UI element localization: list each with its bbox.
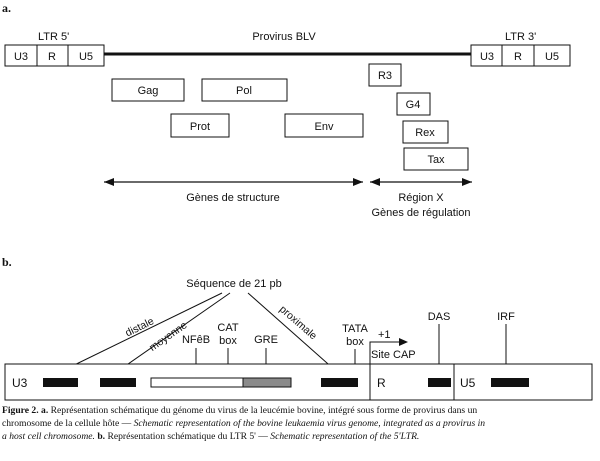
caption-line2-regular: chromosome de la cellule hôte — (2, 418, 132, 429)
ltr5-box: U3 R U5 (4, 44, 105, 67)
cap-label: Site CAP (371, 349, 416, 361)
caption-line3-regular: Représentation schématique du LTR 5' — (107, 431, 268, 442)
segment-r: R (377, 376, 386, 390)
panel-a-label: a. (2, 1, 11, 15)
caption-line3-italic2: Schematic representation of the 5'LTR. (270, 431, 420, 442)
nfkb-cat-region (150, 377, 244, 388)
tata-label-1: TATA (342, 323, 368, 335)
regionx-label: Région X (398, 192, 444, 204)
gre-region (242, 377, 292, 388)
distale-label: distale (123, 315, 156, 339)
ltr3-u3: U3 (480, 51, 494, 63)
gene-prot: Prot (170, 113, 230, 138)
ltr3-r: R (514, 51, 522, 63)
ltr3-label: LTR 3' (505, 31, 536, 43)
cat-label-1: CAT (217, 322, 238, 334)
caption-a-label: a. (41, 405, 49, 416)
svg-text:G4: G4 (406, 99, 421, 111)
svg-text:Rex: Rex (415, 127, 435, 139)
das-label: DAS (428, 311, 451, 323)
svg-text:Env: Env (315, 121, 334, 133)
tata-label-2: box (346, 336, 364, 348)
ltr5-u5: U5 (79, 51, 93, 63)
gre-label: GRE (254, 334, 278, 346)
ltr3-u5: U5 (545, 51, 559, 63)
gene-rex: Rex (402, 120, 449, 144)
nfkb-label: NFêB (182, 334, 210, 346)
structure-label: Gènes de structure (186, 192, 280, 204)
svg-text:Prot: Prot (190, 121, 210, 133)
caption-line1-text: Représentation schématique du génome du … (50, 405, 478, 416)
ltr5-r: R (48, 51, 56, 63)
repeat-distale-box (43, 378, 78, 387)
sequence-label: Séquence de 21 pb (186, 278, 281, 290)
caption-line-2: chromosome de la cellule hôte — Schemati… (2, 417, 598, 430)
gene-g4: G4 (396, 92, 431, 116)
ltr5-label: LTR 5' (38, 31, 69, 43)
caption-line2-italic: Schematic representation of the bovine l… (133, 418, 486, 429)
svg-text:R3: R3 (378, 70, 392, 82)
svg-text:Tax: Tax (427, 154, 445, 166)
figure-caption: Figure 2. a. Représentation schématique … (2, 404, 598, 443)
segment-u5: U5 (460, 376, 476, 390)
proximale-arrow (247, 292, 337, 372)
repeat-proximale-box (321, 378, 358, 387)
caption-line-3: a host cell chromosome. b. Représentatio… (2, 430, 598, 443)
ltr3-box: U3 R U5 (470, 44, 571, 67)
ltr5-u3: U3 (14, 51, 28, 63)
panel-b-label: b. (2, 255, 12, 269)
gene-pol: Pol (201, 78, 288, 102)
caption-b-label: b. (97, 431, 106, 442)
svg-text:Pol: Pol (236, 85, 252, 97)
gene-tax: Tax (403, 147, 469, 171)
gene-r3: R3 (368, 63, 402, 87)
structure-span-arrow (104, 178, 363, 186)
transcription-start-arrow (369, 338, 408, 364)
das-box (428, 378, 451, 387)
irf-label: IRF (497, 311, 515, 323)
provirus-label: Provirus BLV (252, 31, 316, 43)
gene-env: Env (284, 113, 364, 138)
irf-box (491, 378, 529, 387)
plus1-label: +1 (378, 329, 391, 341)
repeat-moyenne-box (100, 378, 136, 387)
cat-label-2: box (219, 335, 237, 347)
regulation-label: Gènes de régulation (371, 207, 470, 219)
moyenne-arrow (117, 292, 231, 372)
svg-text:Gag: Gag (138, 85, 159, 97)
proximale-label: proximale (277, 303, 319, 342)
segment-u3: U3 (12, 376, 28, 390)
caption-line3-italic: a host cell chromosome. (2, 431, 95, 442)
caption-fig-label: Figure 2. (2, 405, 39, 416)
gene-gag: Gag (111, 78, 185, 102)
regionx-span-arrow (370, 178, 472, 186)
caption-line-1: Figure 2. a. Représentation schématique … (2, 404, 598, 417)
distale-arrow (61, 292, 223, 372)
